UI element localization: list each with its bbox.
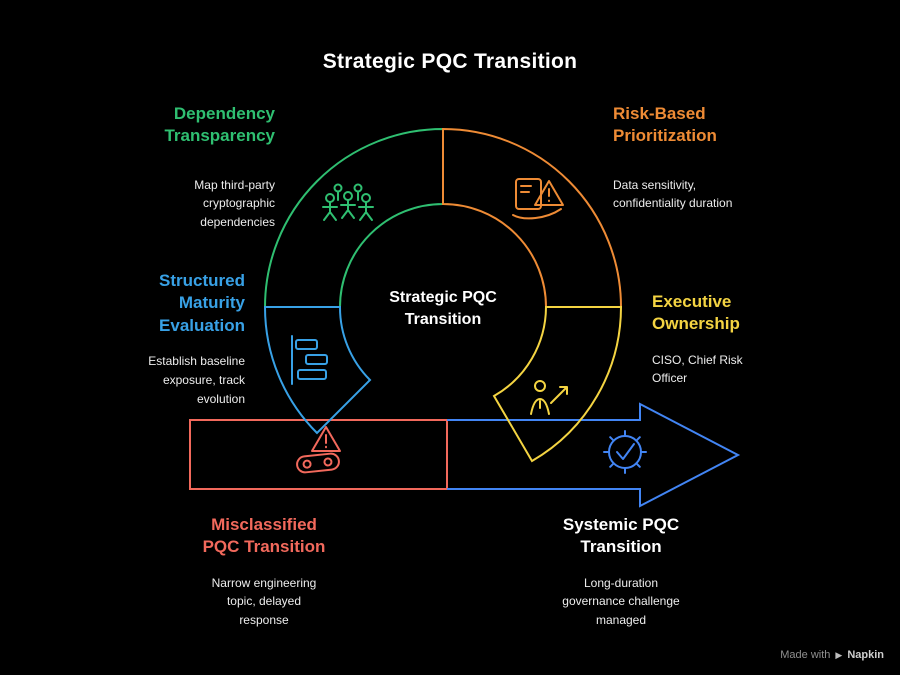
segment-structured-maturity-evaluation bbox=[263, 306, 372, 435]
napkin-logo-icon: ▶ bbox=[835, 649, 843, 660]
segment-dependency-transparency bbox=[263, 127, 444, 308]
diagram-center-label: Strategic PQC Transition bbox=[389, 289, 497, 329]
made-with-text: Made with bbox=[780, 649, 831, 661]
segment-description: Map third-party cryptographic dependenci… bbox=[194, 177, 275, 230]
segment-title: Executive Ownership bbox=[652, 292, 740, 334]
label-executive-ownership: Executive Ownership CISO, Chief Risk Off… bbox=[652, 291, 767, 388]
napkin-brand-text: Napkin bbox=[847, 649, 884, 661]
label-structured-maturity-evaluation: Structured Maturity Evaluation Establish… bbox=[130, 270, 245, 408]
gear-check-icon bbox=[603, 430, 647, 474]
segment-title: Structured Maturity Evaluation bbox=[159, 271, 245, 335]
label-systemic-pqc-transition: Systemic PQC Transition Long-duration go… bbox=[551, 514, 691, 630]
label-misclassified-pqc-transition: Misclassified PQC Transition Narrow engi… bbox=[194, 514, 334, 630]
segment-description: Long-duration governance challenge manag… bbox=[562, 575, 680, 628]
segment-description: Data sensitivity, confidentiality durati… bbox=[613, 177, 733, 211]
segment-title: Dependency Transparency bbox=[164, 104, 275, 146]
person-growth-icon bbox=[530, 380, 568, 415]
label-dependency-transparency: Dependency Transparency Map third-party … bbox=[150, 103, 275, 232]
systemic-arrow bbox=[447, 402, 741, 508]
page-title: Strategic PQC Transition bbox=[322, 50, 578, 73]
segment-description: Establish baseline exposure, track evolu… bbox=[148, 354, 245, 406]
warning-roller-icon bbox=[296, 426, 341, 474]
segment-title: Systemic PQC Transition bbox=[562, 515, 680, 557]
segment-risk-based-prioritization bbox=[442, 127, 623, 308]
document-warning-icon bbox=[512, 178, 564, 220]
gantt-chart-icon bbox=[291, 335, 328, 385]
made-with-napkin-credit: Made with ▶ Napkin bbox=[780, 649, 884, 661]
segment-description: CISO, Chief Risk Officer bbox=[652, 352, 743, 386]
segment-description: Narrow engineering topic, delayed respon… bbox=[211, 575, 317, 628]
people-group-icon bbox=[322, 183, 374, 221]
segment-title: Misclassified PQC Transition bbox=[202, 515, 326, 557]
label-risk-based-prioritization: Risk-Based Prioritization Data sensitivi… bbox=[613, 103, 743, 213]
segment-title: Risk-Based Prioritization bbox=[613, 104, 717, 146]
segment-executive-ownership bbox=[492, 306, 623, 463]
